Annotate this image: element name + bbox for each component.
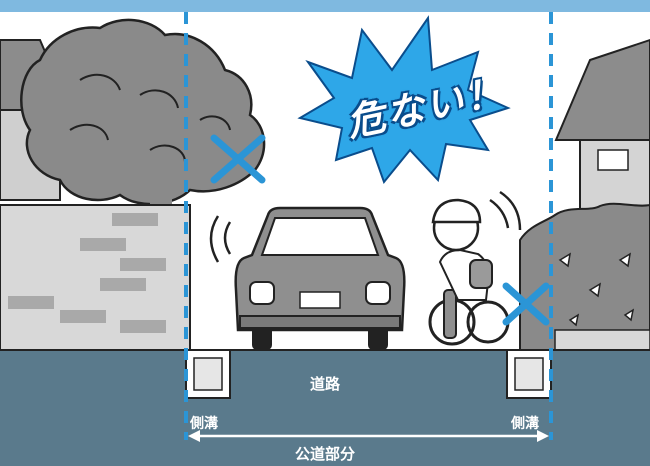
car-motion-lines (209, 215, 232, 263)
double-arrow-icon (188, 430, 549, 442)
public-road-label: 公道部分 (294, 445, 355, 463)
warning-burst-icon (297, 15, 511, 185)
top-banner (0, 0, 650, 12)
ditch-right-label: 側溝 (511, 416, 539, 432)
cross-mark-icon (210, 134, 266, 184)
cyclist-icon (428, 198, 510, 346)
tree-icon (20, 18, 266, 210)
road-label: 道路 (309, 375, 340, 393)
ditch-left-label: 側溝 (190, 416, 218, 432)
ditch-left-icon (185, 349, 231, 399)
hedge-icon (519, 202, 650, 351)
ditch-right-icon (506, 349, 552, 399)
right-wall-icon (554, 329, 650, 351)
car-icon (234, 206, 406, 350)
left-wall-icon (0, 204, 191, 351)
right-house-icon (554, 38, 650, 221)
cross-mark-icon (502, 282, 550, 326)
cyclist-motion-lines (489, 190, 522, 231)
